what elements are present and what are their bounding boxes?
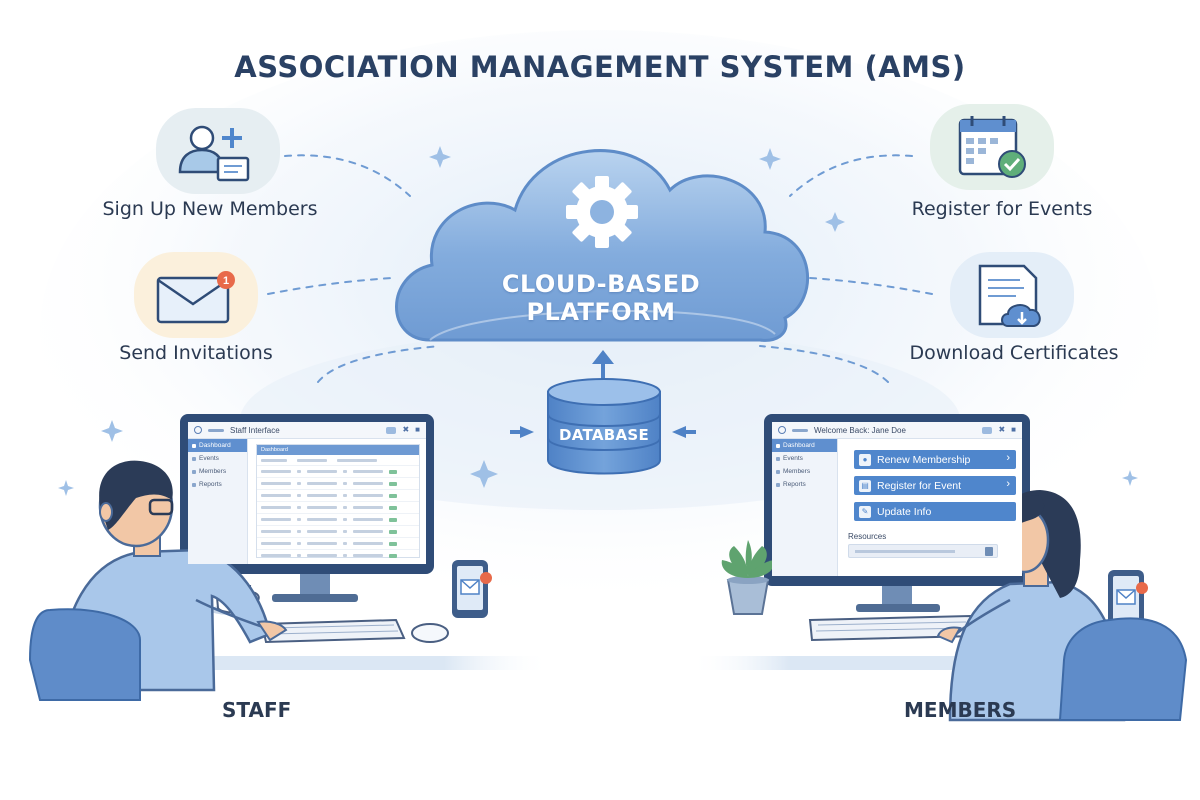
staff-screen: Staff Interface ✖ ■ Dashboard Events Mem… [188,422,426,564]
table-row[interactable] [257,549,419,561]
sidebar-item-label: Events [783,455,803,462]
role-label-members: MEMBERS [904,698,1017,722]
connector-certificates [809,277,933,295]
sidebar-item-reports[interactable]: Reports [188,478,247,491]
calendar-check-icon [930,104,1054,190]
welcome-text: Welcome Back: Jane Doe [814,425,906,435]
table-row[interactable] [257,525,419,537]
edit-icon: ✎ [859,505,871,518]
plant-icon [721,540,775,615]
dashboard-icon [192,443,196,448]
arrow-left-icon [672,426,696,438]
resources-label: Resources [848,532,887,541]
table-row[interactable] [257,489,419,501]
calendar-icon: ▤ [859,479,871,492]
user-icon: ● [859,453,871,466]
phone-icon-member [1108,570,1148,628]
staff-screen-title: Staff Interface [230,425,280,435]
member-screen-titlebar: Welcome Back: Jane Doe ✖ ■ [772,422,1022,439]
database-icon [547,378,661,475]
mouse [411,623,449,643]
reports-icon [192,482,196,487]
gear-icon [566,176,638,248]
sidebar-item-label: Dashboard [199,442,231,449]
register-event-label: Register for Event [877,479,962,492]
table-row[interactable] [257,501,419,513]
update-info-button[interactable]: ✎ Update Info [854,502,1016,521]
connector-events [789,154,913,197]
resources-field[interactable] [848,544,998,558]
member-screen: Welcome Back: Jane Doe ✖ ■ Dashboard Eve… [772,422,1022,576]
table-row[interactable] [257,465,419,477]
sidebar-item-label: Members [783,468,811,475]
feature-sign-up-label: Sign Up New Members [102,198,318,220]
document-icon [985,547,993,556]
certificate-download-icon [950,252,1074,338]
sidebar-item-dashboard[interactable]: Dashboard [772,439,837,452]
register-event-button[interactable]: ▤ Register for Event › [854,476,1016,495]
connector-signup [284,154,411,197]
chevron-right-icon: › [1006,478,1010,490]
window-icon[interactable] [982,426,993,434]
table-row[interactable] [257,513,419,525]
database-label: DATABASE [558,426,650,444]
connector-members [759,345,889,383]
update-info-label: Update Info [877,505,932,518]
keyboard-staff [260,618,406,644]
sidebar-item-label: Members [199,468,227,475]
members-icon [776,469,780,474]
close-icon[interactable]: ■ [415,425,420,434]
menu-icon[interactable] [208,428,224,432]
page-title: ASSOCIATION MANAGEMENT SYSTEM (AMS) [234,50,966,84]
dashboard-icon [776,443,780,448]
app-logo-icon [778,426,786,434]
staff-sidebar: Dashboard Events Members Reports [188,439,248,564]
reports-icon [776,482,780,487]
table-row[interactable] [257,537,419,549]
chevron-right-icon: › [1006,452,1010,464]
sidebar-item-label: Reports [199,481,222,488]
menu-icon[interactable] [792,428,808,432]
renew-membership-label: Renew Membership [877,453,971,466]
cloud-title-line2: PLATFORM [526,298,676,326]
staff-table: Dashboard [256,444,420,558]
member-sidebar: Dashboard Events Members Reports [772,439,838,576]
close-icon[interactable]: ■ [1011,425,1016,434]
table-row[interactable] [257,477,419,489]
sidebar-item-events[interactable]: Events [188,452,247,465]
window-icon[interactable] [386,426,397,434]
members-icon [192,469,196,474]
connector-invitations [267,277,393,295]
sidebar-item-label: Dashboard [783,442,815,449]
sidebar-item-dashboard[interactable]: Dashboard [188,439,247,452]
feature-download-certificates-label: Download Certificates [909,342,1119,364]
events-icon [192,456,196,461]
sidebar-item-label: Reports [783,481,806,488]
svg-text:1: 1 [223,275,229,287]
events-icon [776,456,780,461]
app-logo-icon [194,426,202,434]
sidebar-item-members[interactable]: Members [188,465,247,478]
sidebar-item-events[interactable]: Events [772,452,837,465]
cloud-title-line1: CLOUD-BASED [501,270,701,298]
sidebar-item-reports[interactable]: Reports [772,478,837,491]
settings-icon[interactable]: ✖ [402,425,410,434]
arrow-right-icon [510,426,534,438]
feature-send-invitations-label: Send Invitations [119,342,273,364]
staff-screen-titlebar: Staff Interface ✖ ■ [188,422,426,439]
staff-table-columns [257,455,419,465]
phone-icon-staff [452,560,492,618]
feature-register-events-label: Register for Events [911,198,1093,220]
role-label-staff: STAFF [222,698,292,722]
connector-staff [317,345,441,383]
sidebar-item-members[interactable]: Members [772,465,837,478]
renew-membership-button[interactable]: ● Renew Membership › [854,450,1016,469]
sidebar-item-label: Events [199,455,219,462]
member-chair [1058,617,1188,721]
staff-chair [28,608,141,701]
settings-icon[interactable]: ✖ [998,425,1006,434]
envelope-icon: 1 [134,252,258,338]
user-add-icon [156,108,280,194]
staff-table-header: Dashboard [257,445,419,455]
